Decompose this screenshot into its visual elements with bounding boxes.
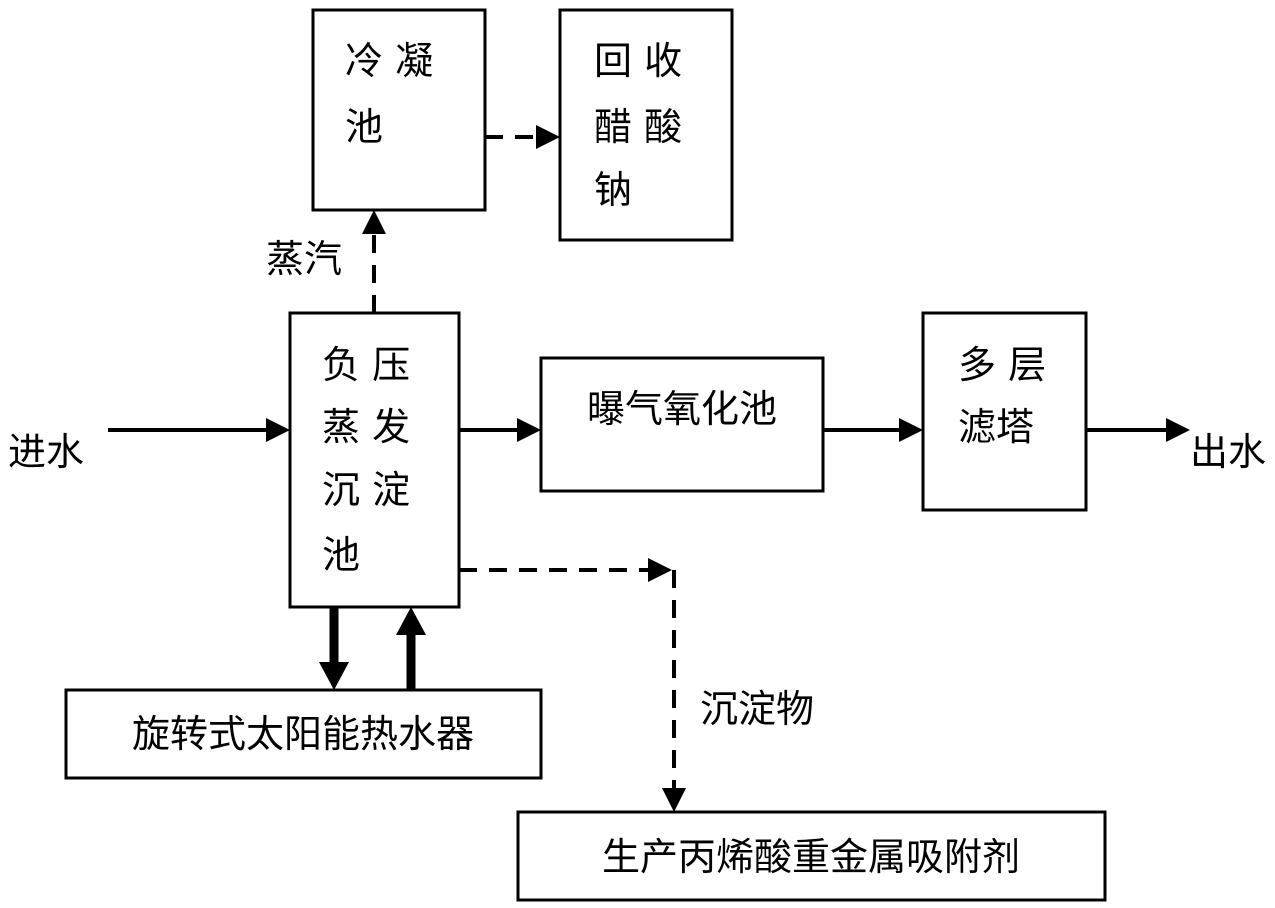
condenser-node: 冷 凝 池 bbox=[311, 8, 487, 212]
heater-to-evaporator-arrow bbox=[396, 607, 426, 690]
evaporation-label-line3: 沉 淀 bbox=[322, 468, 410, 512]
filter-label-line2: 滤塔 bbox=[958, 405, 1034, 449]
inlet-arrow bbox=[108, 418, 290, 442]
sediment-arrow bbox=[459, 558, 686, 812]
evaporation-tank-node: 负 压 蒸 发 沉 淀 池 bbox=[288, 311, 461, 609]
adsorbent-label: 生产丙烯酸重金属吸附剂 bbox=[602, 835, 1020, 879]
filter-tower-node: 多 层 滤塔 bbox=[921, 311, 1088, 512]
recovery-label-line3: 钠 bbox=[594, 168, 632, 212]
steam-arrow bbox=[362, 210, 386, 313]
outlet-arrow bbox=[1086, 418, 1190, 442]
solar-heater-label: 旋转式太阳能热水器 bbox=[132, 712, 474, 756]
recovery-label-line2: 醋 酸 bbox=[594, 105, 682, 149]
condenser-label-line1: 冷 凝 bbox=[345, 39, 433, 83]
evaporation-label-line2: 蒸 发 bbox=[322, 405, 410, 449]
aeration-label: 曝气氧化池 bbox=[587, 387, 777, 431]
evaporation-label-line4: 池 bbox=[322, 533, 360, 577]
solar-heater-node: 旋转式太阳能热水器 bbox=[64, 688, 543, 780]
sodium-acetate-recovery-node: 回 收 醋 酸 钠 bbox=[558, 8, 734, 242]
steam-label: 蒸汽 bbox=[266, 237, 342, 281]
outlet-label: 出水 bbox=[1190, 430, 1266, 474]
filter-label-line1: 多 层 bbox=[958, 343, 1046, 387]
aeration-to-filter-arrow bbox=[823, 418, 923, 442]
adsorbent-node: 生产丙烯酸重金属吸附剂 bbox=[516, 810, 1107, 902]
inlet-label: 进水 bbox=[8, 430, 84, 474]
evaporator-to-heater-arrow bbox=[319, 607, 349, 690]
evaporator-to-aeration-arrow bbox=[459, 418, 541, 442]
evaporation-label-line1: 负 压 bbox=[322, 343, 410, 387]
sediment-label: 沉淀物 bbox=[700, 687, 814, 731]
condenser-label-line2: 池 bbox=[345, 105, 383, 149]
condenser-to-recovery-arrow bbox=[485, 125, 560, 149]
aeration-tank-node: 曝气氧化池 bbox=[539, 356, 825, 493]
recovery-label-line1: 回 收 bbox=[594, 39, 682, 83]
